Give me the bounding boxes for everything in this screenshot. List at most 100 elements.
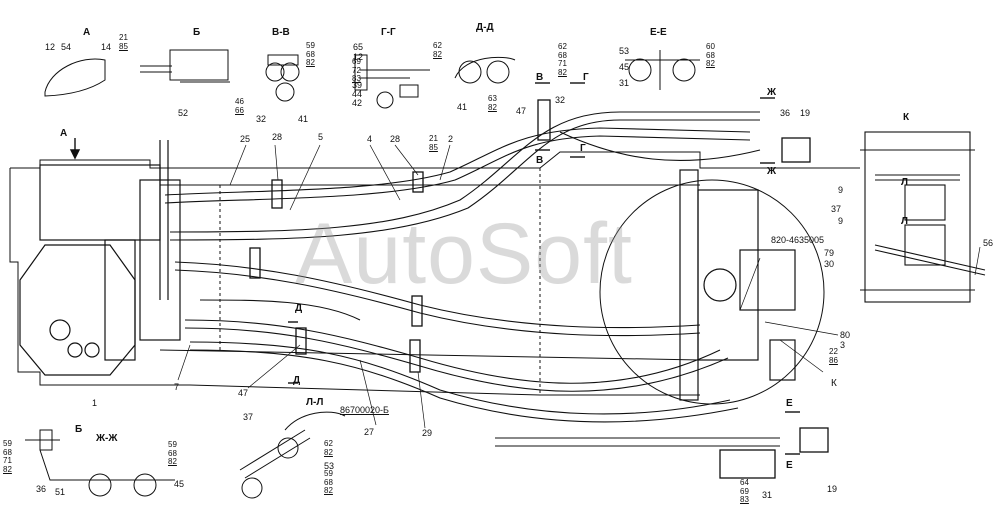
part-number: 86700020-Б bbox=[340, 405, 389, 415]
marker-e-top: Е bbox=[786, 398, 793, 409]
section-title-dd: Д-Д bbox=[476, 22, 494, 33]
section-title-ll: Л-Л bbox=[306, 397, 324, 408]
section-title-vv: В-В bbox=[272, 27, 290, 38]
label-30: 30 bbox=[824, 259, 835, 269]
marker-g-top: Г bbox=[583, 72, 589, 83]
section-title-zhzh: Ж-Ж bbox=[96, 433, 118, 444]
label-80: 80 bbox=[840, 330, 851, 340]
section-title-gg: Г-Г bbox=[381, 27, 396, 38]
label-7: 7 bbox=[174, 382, 180, 392]
label-29: 29 bbox=[422, 428, 433, 438]
pipelines bbox=[164, 111, 780, 447]
label-4: 4 bbox=[367, 134, 373, 144]
label-25: 25 bbox=[240, 134, 251, 144]
label-47-dd: 47 bbox=[516, 106, 527, 116]
label-52: 52 bbox=[178, 108, 189, 118]
label-27: 27 bbox=[364, 427, 375, 437]
watermark-text: AutoSoft bbox=[295, 206, 633, 302]
marker-zh-bottom: Ж bbox=[767, 166, 777, 177]
label-44: 44 bbox=[352, 89, 363, 99]
label-54: 54 bbox=[61, 42, 72, 52]
label-1: 1 bbox=[92, 398, 98, 408]
label-19-bottom: 19 bbox=[827, 484, 838, 494]
marker-g-bottom: Г bbox=[580, 143, 586, 154]
label-12-gg: 12 bbox=[353, 52, 364, 62]
label-41-vv: 41 bbox=[298, 114, 309, 124]
section-title-k: К bbox=[903, 112, 910, 123]
detail-vv-view bbox=[265, 54, 300, 102]
detail-b-view bbox=[140, 49, 230, 83]
label-65: 65 bbox=[353, 42, 364, 52]
label-31: 31 bbox=[762, 490, 773, 500]
marker-l-top: Л bbox=[901, 177, 909, 188]
rear-hydraulic-unit bbox=[679, 169, 796, 401]
label-56: 56 bbox=[983, 238, 994, 248]
label-2: 2 bbox=[448, 134, 454, 144]
assembly-code: 820-4635005 bbox=[771, 235, 825, 245]
label-53-ee: 53 bbox=[619, 46, 630, 56]
pipe-clamps bbox=[249, 99, 551, 373]
marker-e-bottom: Е bbox=[786, 460, 793, 471]
label-53-ll: 53 bbox=[324, 461, 335, 471]
marker-d-bottom: Д bbox=[293, 375, 301, 386]
label-9-bottom: 9 bbox=[838, 216, 844, 226]
label-51: 51 bbox=[55, 487, 66, 497]
label-47: 47 bbox=[238, 388, 249, 398]
marker-d-top: Д bbox=[295, 303, 303, 314]
end-fittings bbox=[719, 137, 829, 479]
label-45-zhzh: 45 bbox=[174, 479, 185, 489]
detail-ee-view bbox=[625, 50, 700, 90]
label-31-ee: 31 bbox=[619, 78, 630, 88]
section-title-ee: Е-Е bbox=[650, 27, 667, 38]
section-title-b: Б bbox=[193, 27, 201, 38]
label-36-zhzh: 36 bbox=[36, 484, 47, 494]
valve-block-k bbox=[860, 131, 986, 303]
label-19-top: 19 bbox=[800, 108, 811, 118]
marker-b: Б bbox=[75, 424, 83, 435]
detail-a-view bbox=[44, 58, 106, 97]
label-9-top: 9 bbox=[838, 185, 844, 195]
label-42: 42 bbox=[352, 98, 363, 108]
marker-k-circle: К bbox=[831, 378, 837, 389]
detail-circle-k bbox=[599, 179, 825, 405]
label-28-left: 28 bbox=[272, 132, 283, 142]
label-37-ll: 37 bbox=[243, 412, 254, 422]
label-39: 39 bbox=[352, 80, 363, 90]
label-36: 36 bbox=[780, 108, 791, 118]
section-title-a: А bbox=[83, 27, 91, 38]
leader-lines bbox=[177, 144, 981, 429]
marker-zh-top: Ж bbox=[767, 87, 777, 98]
marker-a: А bbox=[60, 128, 68, 139]
marker-l-bottom: Л bbox=[901, 216, 909, 227]
label-79: 79 bbox=[824, 248, 835, 258]
detail-dd-view bbox=[454, 56, 516, 84]
marker-v-top: В bbox=[536, 72, 544, 83]
label-45-ee: 45 bbox=[619, 62, 630, 72]
section-arrows bbox=[69, 82, 800, 455]
label-12: 12 bbox=[45, 42, 56, 52]
label-5: 5 bbox=[318, 132, 324, 142]
label-28-right: 28 bbox=[390, 134, 401, 144]
label-3: 3 bbox=[840, 340, 846, 350]
detail-zhzh-view bbox=[25, 429, 175, 497]
label-37-k: 37 bbox=[831, 204, 842, 214]
detail-gg-view bbox=[354, 54, 430, 109]
gearbox-block bbox=[19, 140, 181, 376]
